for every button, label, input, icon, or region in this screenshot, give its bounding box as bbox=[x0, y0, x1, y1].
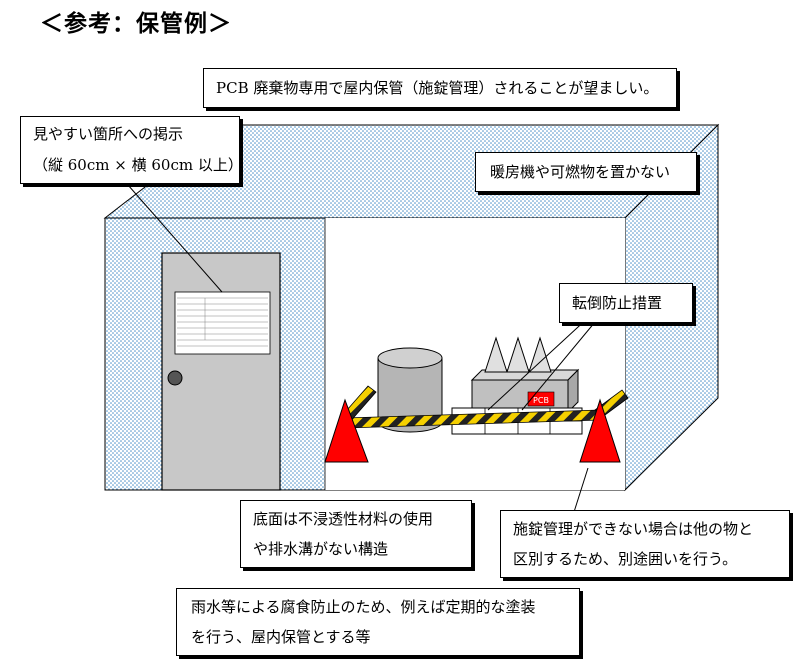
door-knob bbox=[167, 370, 183, 386]
insulator-3 bbox=[528, 336, 552, 373]
callout-rain-corrosion: 雨水等による腐食防止のため、例えば定期的な塗装 を行う、屋内保管とする等 bbox=[176, 588, 580, 656]
posted-sign bbox=[174, 291, 271, 355]
callout-floor-structure: 底面は不浸透性材料の使用 や排水溝がない構造 bbox=[240, 500, 472, 568]
traffic-cone-right bbox=[579, 398, 621, 463]
callout-dedicated-storage: PCB 廃棄物専用で屋内保管（施錠管理）されることが望ましい。 bbox=[203, 68, 677, 108]
callout-posted-sign: 見やすい箇所への掲示 （縦 60cm × 横 60cm 以上） bbox=[20, 116, 243, 184]
insulator-1 bbox=[484, 336, 508, 373]
room-interior bbox=[325, 218, 625, 490]
leader-anti-tipping bbox=[487, 315, 591, 411]
leader-fence bbox=[573, 467, 589, 513]
traffic-cone-left bbox=[324, 398, 369, 463]
page-title: ＜参考：保管例＞ bbox=[40, 11, 232, 37]
transformer: PCB bbox=[470, 336, 580, 414]
callout-anti-tipping: 転倒防止措置 bbox=[559, 283, 693, 323]
leader-sign bbox=[127, 184, 223, 293]
callout-lock-fence: 施錠管理ができない場合は他の物と 区別するため、別途囲いを行う。 bbox=[500, 510, 790, 578]
pcb-label-text: PCB bbox=[533, 396, 549, 405]
leader-anti-tipping-2 bbox=[521, 315, 601, 411]
insulator-2 bbox=[506, 336, 530, 373]
callout-no-heaters: 暖房機や可燃物を置かない bbox=[475, 152, 697, 192]
door bbox=[161, 252, 281, 491]
